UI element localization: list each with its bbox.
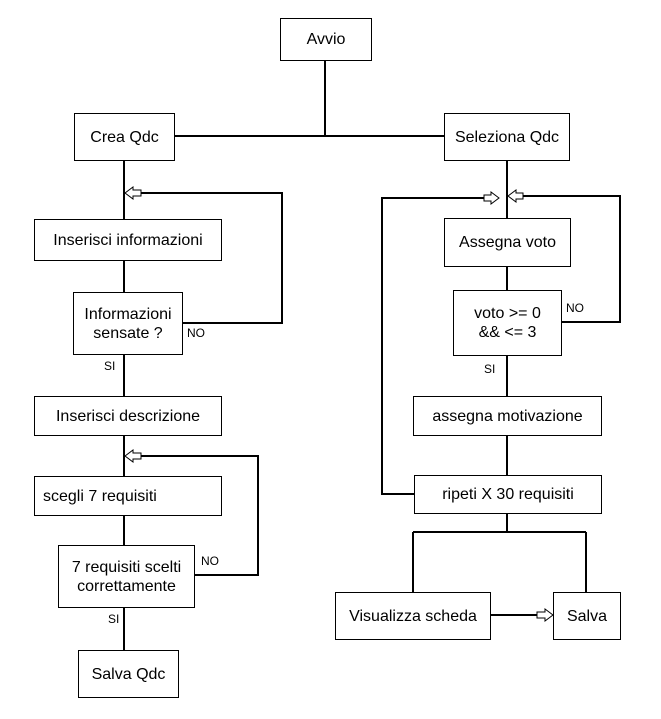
arrow-repeat-loop-icon [483,191,500,205]
node-save: Salva [553,592,621,640]
node-vote-check: voto >= 0 && <= 3 [453,290,562,356]
node-select-qdc: Seleziona Qdc [444,113,570,161]
node-insert-desc: Inserisci descrizione [34,396,222,436]
loop-info-no [140,192,283,324]
arrow-req-loop-icon [124,449,142,463]
node-insert-info: Inserisci informazioni [34,219,222,261]
label-info-no: NO [187,326,205,340]
node-info-check: Informazioni sensate ? [73,292,183,355]
node-assign-vote: Assegna voto [444,218,571,267]
label-vote-no: NO [566,301,584,315]
node-assign-motivation: assegna motivazione [413,396,602,436]
node-choose-req: scegli 7 requisiti [34,476,222,516]
label-req-si: SI [108,612,120,626]
loop-req-no [140,455,259,576]
arrow-vote-loop-icon [507,189,524,203]
label-req-no: NO [201,554,219,568]
label-info-si: SI [104,359,116,373]
node-create-qdc: Crea Qdc [74,113,175,161]
loop-repeat [381,197,484,495]
node-save-qdc: Salva Qdc [78,650,179,698]
node-req-check: 7 requisiti scelti correttamente [58,545,195,608]
arrow-save-icon [536,608,554,622]
label-vote-si: SI [484,362,496,376]
arrow-info-loop-icon [124,186,142,200]
node-view-card: Visualizza scheda [335,592,491,640]
node-repeat: ripeti X 30 requisiti [414,475,602,514]
loop-vote-no [521,195,621,323]
node-start: Avvio [280,18,372,61]
